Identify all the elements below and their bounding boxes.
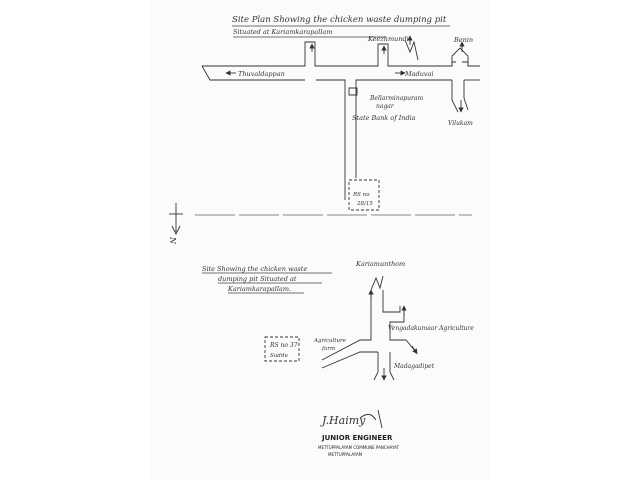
map1-labels: Keezhmundi Benin Thuvaldappan Maduvai Be… bbox=[238, 35, 473, 207]
map2-title: Site Showing the chicken waste dumping p… bbox=[202, 265, 332, 293]
north-arrow bbox=[169, 203, 183, 234]
signature: J.Haimy bbox=[320, 414, 366, 427]
signature-block: J.Haimy JUNIOR ENGINEER METTUPPALAYAM CO… bbox=[318, 410, 400, 457]
label-bellarmin: Bellarminapuram bbox=[369, 95, 423, 102]
label-agriculture: Agriculture bbox=[313, 338, 347, 344]
label-kariamunthom: Kariamunthom bbox=[355, 260, 405, 268]
label-farm: farm bbox=[321, 346, 335, 352]
label-madagadipet: Madagadipet bbox=[393, 363, 435, 370]
label-rs-no-1: RS no bbox=[352, 192, 370, 198]
map2-site-box bbox=[265, 337, 299, 361]
label-bellarmin-2: nagar bbox=[376, 103, 395, 110]
office-line2: METTUPPALAYAM bbox=[328, 452, 363, 457]
map1-site-box bbox=[349, 180, 379, 210]
label-rs-no-2: 28/15 bbox=[356, 201, 373, 207]
label-keezhmundi: Keezhmundi bbox=[367, 35, 409, 43]
map1-title-line2: Situated at Kariamkarapallam bbox=[233, 28, 332, 36]
label-vilukam: Vilukam bbox=[448, 120, 473, 127]
office-line1: METTUPPALAYAM COMMUNE PANCHAYAT bbox=[318, 445, 400, 450]
map2-title-line2: dumping pit Situated at bbox=[218, 275, 297, 283]
map1-title-line1: Site Plan Showing the chicken waste dump… bbox=[232, 15, 447, 25]
label-vengadakumaar: Vengadakumaar Agriculture bbox=[388, 325, 474, 332]
north-label: N bbox=[168, 236, 177, 245]
label-benin: Benin bbox=[453, 36, 473, 44]
map2-title-line1: Site Showing the chicken waste bbox=[202, 265, 307, 273]
map2-roads bbox=[322, 276, 418, 381]
label-rs-no-37: RS no 37 bbox=[269, 342, 298, 349]
map2-labels: Kariamunthom Vengadakumaar Agriculture M… bbox=[269, 260, 474, 370]
map2-title-line3: Kariamkarapallam. bbox=[227, 285, 291, 293]
map1-roads bbox=[202, 35, 480, 200]
label-state-bank: State Bank of India bbox=[352, 114, 416, 122]
label-thuvaldappan: Thuvaldappan bbox=[238, 70, 285, 78]
designation: JUNIOR ENGINEER bbox=[321, 434, 393, 442]
label-maduvai: Maduvai bbox=[404, 70, 434, 78]
label-rs-sub: Suddu bbox=[270, 353, 288, 359]
map1-title: Site Plan Showing the chicken waste dump… bbox=[232, 15, 450, 37]
